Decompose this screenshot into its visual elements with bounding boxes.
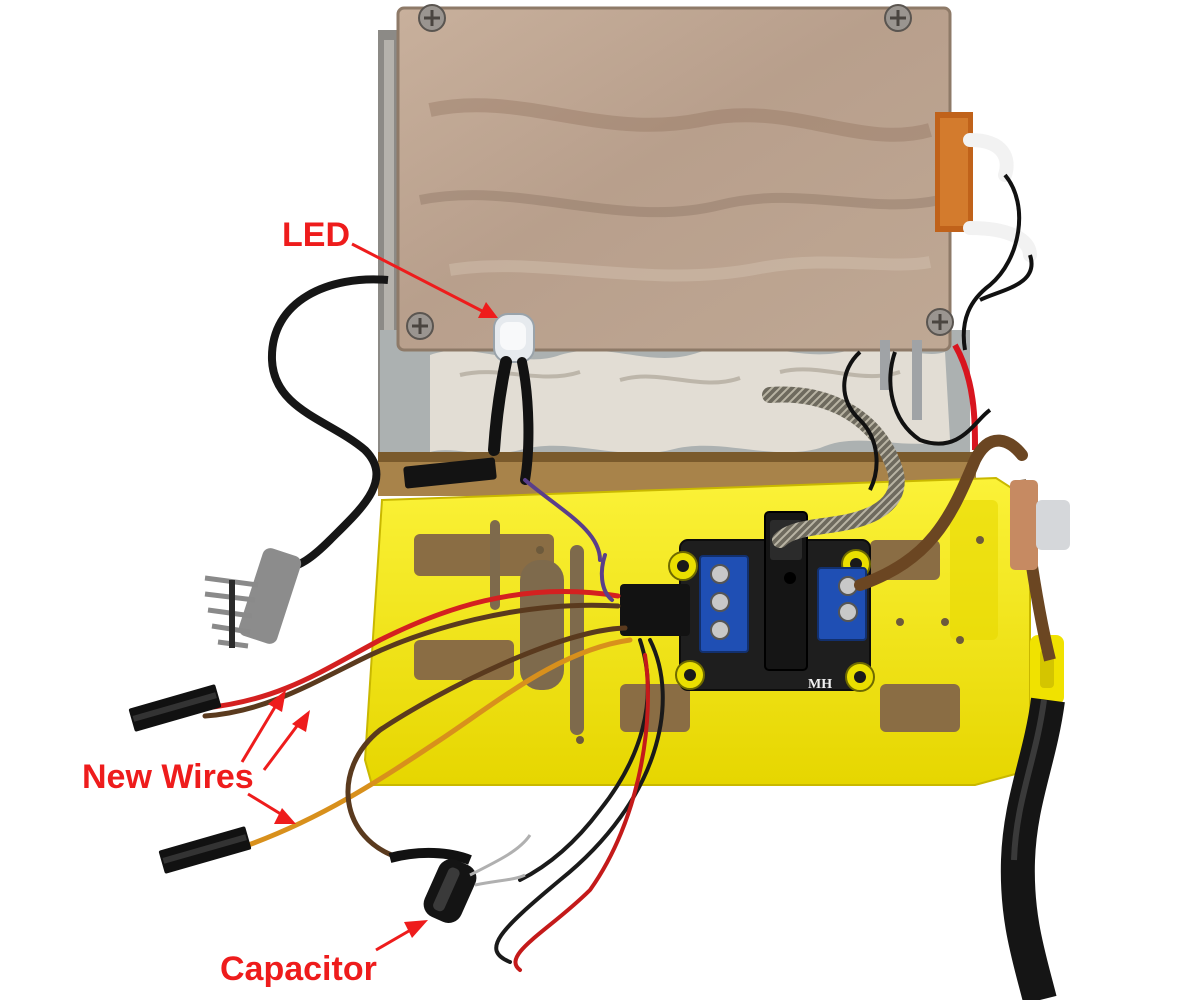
screw-icon bbox=[406, 312, 434, 340]
screw-icon bbox=[884, 4, 912, 32]
led-bulb-icon bbox=[403, 313, 535, 489]
new-wires bbox=[202, 478, 665, 972]
annotation-arrows bbox=[240, 242, 498, 952]
screw-icon bbox=[418, 4, 446, 32]
capacitor-icon bbox=[388, 834, 532, 923]
dupont-connector-icon bbox=[128, 684, 222, 732]
relay-module: MH bbox=[620, 511, 875, 692]
heatsink-top-plate bbox=[396, 6, 952, 352]
terminal-block-icon bbox=[817, 567, 867, 641]
capacitor-annotation-label: Capacitor bbox=[220, 950, 377, 988]
braided-sleeve bbox=[762, 386, 905, 548]
led-annotation-label: LED bbox=[282, 216, 350, 254]
terminal-block-icon bbox=[699, 555, 749, 653]
dupont-connector-icon bbox=[403, 457, 497, 489]
black-cable bbox=[267, 275, 389, 574]
heatsink-assembly bbox=[378, 4, 1037, 496]
new-wires-annotation-label: New Wires bbox=[82, 758, 254, 796]
power-cable bbox=[1000, 697, 1065, 1000]
insulation-wool bbox=[430, 346, 950, 454]
dupont-connector-icon bbox=[158, 826, 252, 874]
board-marking: MH bbox=[808, 677, 832, 692]
screw-icon bbox=[926, 308, 954, 336]
pin-header-icon bbox=[204, 548, 302, 649]
